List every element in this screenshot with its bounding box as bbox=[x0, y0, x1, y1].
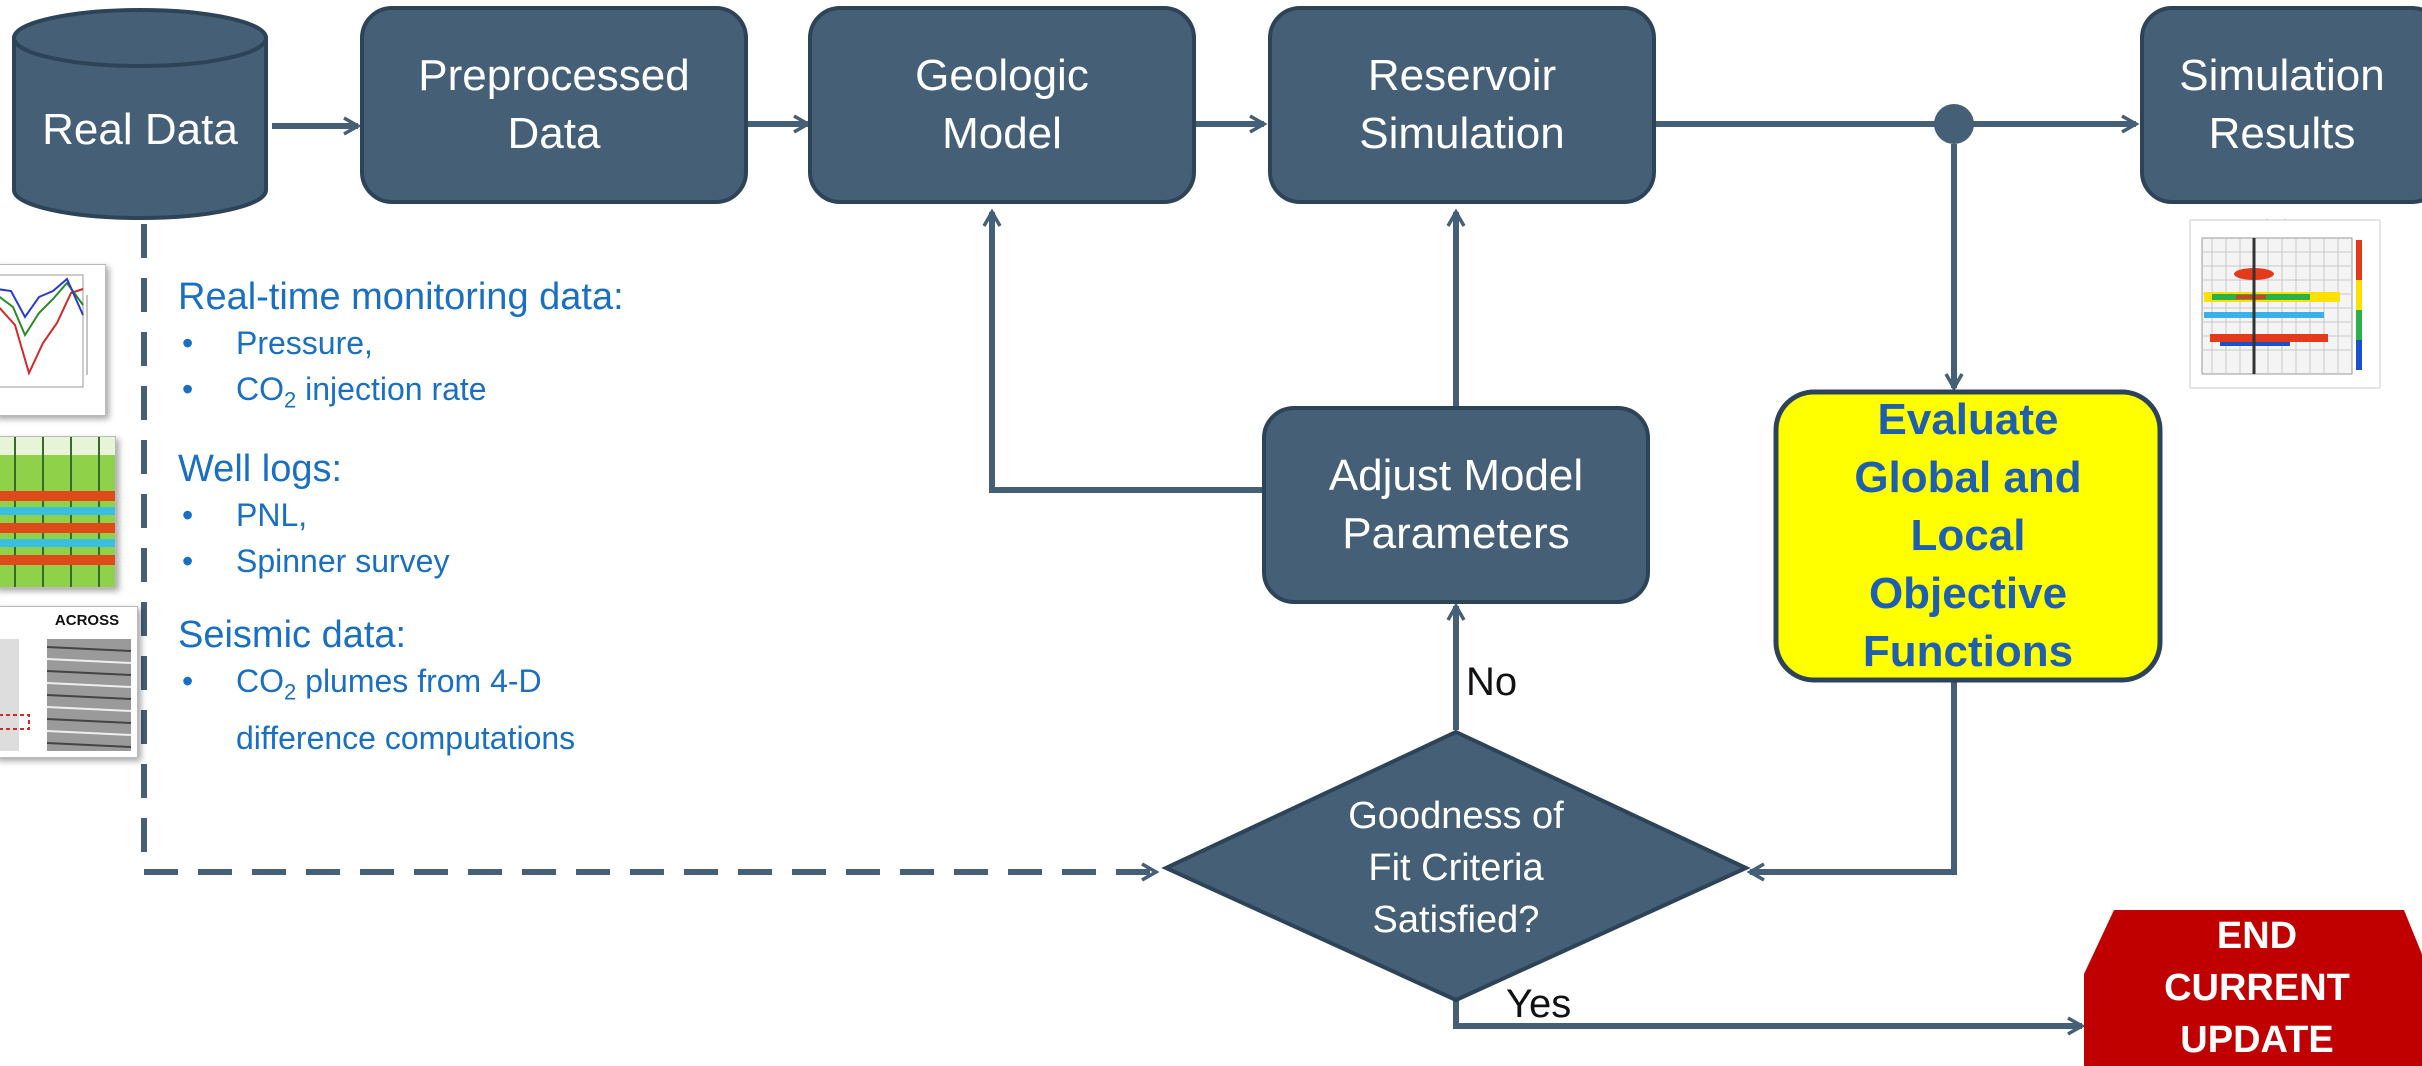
welllogs-bullet-pnl: PNL, bbox=[178, 492, 449, 538]
adjust-line-1: Adjust Model bbox=[1328, 451, 1584, 500]
goodness-line-2: Fit Criteria bbox=[1368, 847, 1544, 889]
reservoir-simulation-box bbox=[1268, 6, 1656, 204]
evaluate-line-4: Objective bbox=[1868, 569, 2068, 618]
seismic-co2-text: CO bbox=[236, 663, 284, 699]
dashed-arrow-realdata-to-goodness bbox=[141, 224, 1160, 882]
arrow-evaluate-to-goodness bbox=[1746, 682, 1957, 882]
seismic-data-block: Seismic data: CO2 plumes from 4-D differ… bbox=[178, 612, 575, 761]
geologic-model-box bbox=[808, 6, 1196, 204]
adjust-model-box bbox=[1262, 406, 1650, 604]
preprocessed-line-1: Preprocessed bbox=[418, 51, 690, 100]
simulation-results-thumbnail bbox=[2189, 219, 2381, 389]
well-logs-block: Well logs: PNL, Spinner survey bbox=[178, 446, 449, 584]
yes-label: Yes bbox=[1506, 982, 1572, 1026]
real-data-text: Real Data bbox=[42, 105, 238, 154]
preprocessed-data-box bbox=[360, 6, 748, 204]
realtime-co2-text: CO bbox=[236, 371, 284, 407]
reservoir-line-1: Reservoir bbox=[1367, 51, 1557, 100]
adjust-model-label: Adjust Model Parameters bbox=[1264, 408, 1648, 602]
reservoir-simulation-label: Reservoir Simulation bbox=[1270, 8, 1654, 202]
end-line-2: CURRENT bbox=[2164, 967, 2350, 1009]
evaluate-label: Evaluate Global and Local Objective Func… bbox=[1776, 392, 2160, 680]
results-line-2: Results bbox=[2208, 109, 2356, 158]
pressure-plot-thumbnail bbox=[0, 264, 106, 416]
seismic-thumbnail: ACROSS bbox=[0, 606, 138, 758]
evaluate-line-2: Global and bbox=[1854, 453, 2082, 502]
evaluate-line-5: Functions bbox=[1862, 627, 2074, 676]
no-label: No bbox=[1466, 660, 1518, 704]
realtime-bullet-co2: CO2 injection rate bbox=[178, 366, 624, 423]
evaluate-line-1: Evaluate bbox=[1877, 395, 2059, 444]
goodness-diamond bbox=[1161, 729, 1751, 1003]
real-data-label: Real Data bbox=[14, 70, 266, 190]
simulation-results-box bbox=[2140, 6, 2422, 204]
results-line-1: Simulation bbox=[2179, 51, 2385, 100]
realtime-co2-subscript: 2 bbox=[284, 387, 297, 413]
well-logs-thumbnail bbox=[0, 436, 116, 588]
realtime-heading: Real-time monitoring data: bbox=[178, 276, 624, 318]
geologic-model-label: Geologic Model bbox=[810, 8, 1194, 202]
geologic-line-2: Model bbox=[942, 109, 1062, 158]
end-label: END CURRENT UPDATE bbox=[2084, 910, 2422, 1066]
preprocessed-data-label: Preprocessed Data bbox=[362, 8, 746, 202]
preprocessed-line-2: Data bbox=[507, 109, 601, 158]
end-octagon bbox=[2084, 910, 2422, 1066]
reservoir-line-2: Simulation bbox=[1359, 109, 1565, 158]
well-logs-graphic bbox=[0, 437, 115, 587]
junction-node bbox=[1934, 104, 1974, 144]
realtime-bullet-pressure: Pressure, bbox=[178, 320, 624, 366]
seismic-co2-subscript: 2 bbox=[284, 679, 297, 705]
seismic-thumb-title: ACROSS bbox=[55, 612, 119, 629]
arrow-goodness-to-end bbox=[1453, 1000, 2086, 1036]
evaluate-box bbox=[1773, 389, 2163, 683]
welllogs-bullet-spinner: Spinner survey bbox=[178, 538, 449, 584]
end-line-3: UPDATE bbox=[2180, 1019, 2334, 1061]
seismic-plumes-text: plumes from 4-D bbox=[296, 663, 542, 699]
realtime-monitoring-block: Real-time monitoring data: Pressure, CO2… bbox=[178, 274, 624, 423]
simulation-results-label: Simulation Results bbox=[2142, 8, 2422, 202]
seismic-bullet-continued: difference computations bbox=[236, 720, 576, 757]
welllogs-heading: Well logs: bbox=[178, 448, 343, 490]
goodness-label: Goodness of Fit Criteria Satisfied? bbox=[1256, 778, 1656, 958]
seismic-bullet-co2: CO2 plumes from 4-D bbox=[178, 658, 575, 715]
realtime-injection-text: injection rate bbox=[296, 371, 487, 407]
pressure-plot-graphic bbox=[0, 274, 88, 388]
real-data-cylinder bbox=[12, 8, 268, 220]
adjust-line-2: Parameters bbox=[1342, 509, 1570, 558]
seismic-heading: Seismic data: bbox=[178, 614, 407, 656]
geologic-line-1: Geologic bbox=[915, 51, 1089, 100]
goodness-line-3: Satisfied? bbox=[1372, 899, 1540, 941]
seismic-graphic: ACROSS bbox=[0, 607, 137, 757]
goodness-line-1: Goodness of bbox=[1348, 795, 1564, 837]
end-line-1: END bbox=[2216, 915, 2298, 957]
evaluate-line-3: Local bbox=[1910, 511, 2026, 560]
arrow-adjust-to-geologic bbox=[982, 208, 1262, 493]
